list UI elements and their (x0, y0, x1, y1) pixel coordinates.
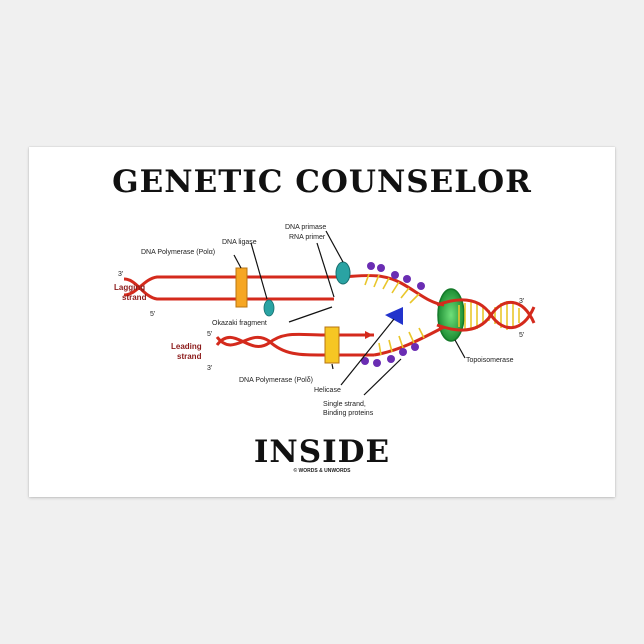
label-end-3-lagging: 3' (118, 271, 123, 278)
label-leading-line2: strand (177, 352, 202, 361)
ssb-proteins-icon (361, 262, 425, 367)
lagging-strand-duplex (123, 273, 445, 307)
label-dna-polymerase-alpha: DNA Polymerase (Polα) (141, 249, 215, 256)
leading-strand-duplex (215, 325, 445, 357)
label-dna-ligase: DNA ligase (222, 239, 257, 246)
sticker-title: GENETIC COUNSELOR (112, 164, 532, 200)
label-end-5-lagging: 5' (150, 311, 155, 318)
label-rna-primer: RNA primer (289, 234, 326, 241)
helicase-icon (385, 307, 403, 325)
sticker-footer-text: INSIDE (253, 434, 391, 470)
label-topoisomerase: Topoisomerase (466, 357, 514, 364)
label-ssb-line2: Binding proteins (323, 410, 374, 417)
label-ssb-line1: Single strand, (323, 401, 366, 408)
label-dna-primase: DNA primase (285, 224, 326, 231)
dna-replication-diagram: DNA primase RNA primer DNA ligase DNA Po… (114, 224, 536, 417)
label-end-5-leading: 5' (207, 331, 212, 338)
label-leading-line1: Leading (171, 342, 202, 351)
dna-primase-icon (335, 261, 351, 285)
dna-polymerase-alpha-icon (235, 267, 248, 308)
label-end-5-right: 5' (519, 332, 524, 339)
parental-helix (436, 298, 536, 332)
label-lagging-line2: strand (122, 293, 147, 302)
label-end-3-right: 3' (519, 298, 524, 305)
sticker-card: GENETIC COUNSELOR (29, 147, 615, 497)
label-okazaki-fragment: Okazaki fragment (212, 320, 267, 327)
dna-polymerase-delta-icon (324, 326, 340, 364)
label-end-3-leading: 3' (207, 365, 212, 372)
label-dna-polymerase-delta: DNA Polymerase (Polδ) (239, 377, 313, 384)
label-helicase: Helicase (314, 387, 341, 394)
copyright-notice: © WORDS & UNWORDS (293, 468, 351, 474)
dna-ligase-icon (263, 299, 275, 317)
topoisomerase-icon (437, 288, 465, 342)
label-lagging-line1: Lagging (114, 283, 145, 292)
